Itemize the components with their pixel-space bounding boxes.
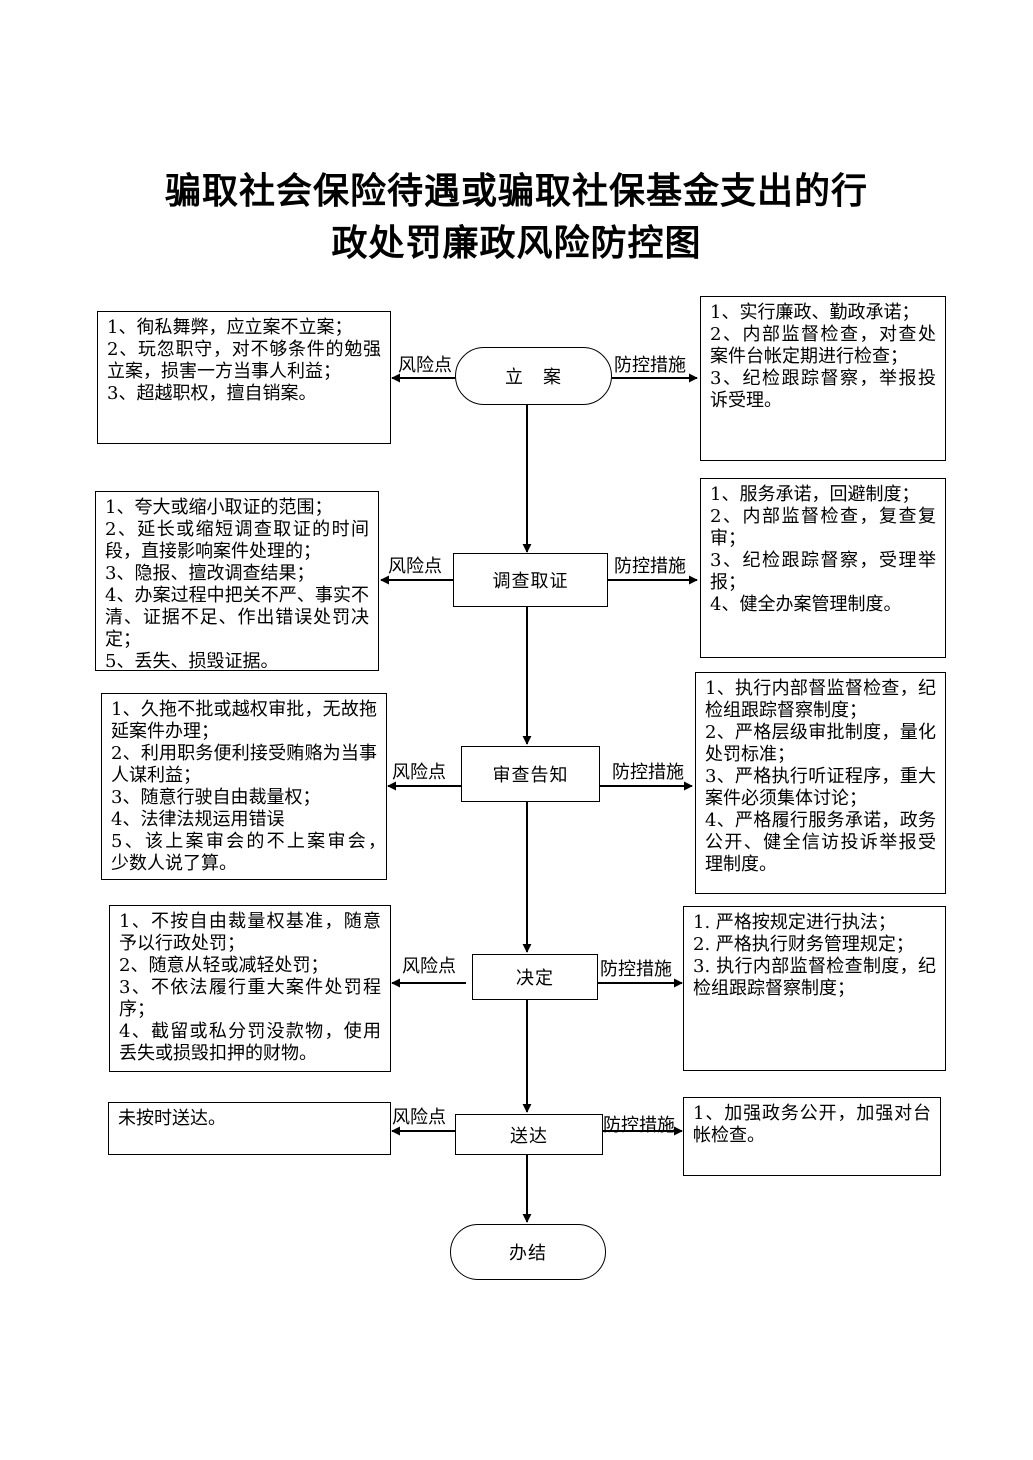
step-node-delivery: 送达 [455, 1114, 603, 1155]
risk-box-3: 1、久拖不批或越权审批，无故拖延案件办理； 2、利用职务便利接受贿赂为当事人谋利… [101, 693, 387, 880]
control-label-5: 防控措施 [603, 1115, 675, 1136]
risk-box-4: 1、不按自由裁量权基准，随意予以行政处罚； 2、随意从轻或减轻处罚； 3、不依法… [109, 905, 391, 1072]
risk-label-4: 风险点 [402, 956, 456, 977]
control-box-1: 1、实行廉政、勤政承诺； 2、内部监督检查，对查处案件台帐定期进行检查； 3、纪… [700, 296, 946, 461]
control-label-1: 防控措施 [614, 355, 686, 376]
risk-box-1: 1、徇私舞弊，应立案不立案； 2、玩忽职守，对不够条件的勉强立案，损害一方当事人… [97, 311, 391, 444]
risk-label-1: 风险点 [398, 355, 452, 376]
control-box-5: 1、加强政务公开，加强对台帐检查。 [683, 1097, 941, 1176]
step-node-investigation: 调查取证 [453, 553, 608, 607]
chart-title-line-1: 骗取社会保险待遇或骗取社保基金支出的行 [164, 171, 868, 212]
step-node-register-case: 立 案 [455, 347, 612, 405]
control-label-2: 防控措施 [614, 556, 686, 577]
control-label-3: 防控措施 [612, 762, 684, 783]
chart-title-line-2: 政处罚廉政风险防控图 [331, 223, 702, 264]
control-box-3: 1、执行内部督监督检查，纪检组跟踪督察制度； 2、严格层级审批制度，量化处罚标准… [695, 672, 946, 894]
step-node-review-notify: 审查告知 [461, 746, 600, 802]
risk-label-5: 风险点 [392, 1107, 446, 1128]
risk-label-3: 风险点 [392, 762, 446, 783]
end-node-closed: 办结 [450, 1224, 606, 1280]
control-label-4: 防控措施 [600, 959, 672, 980]
control-box-4: 1. 严格按规定进行执法； 2. 严格执行财务管理规定； 3. 执行内部监督检查… [683, 906, 946, 1071]
step-node-decision: 决定 [472, 954, 598, 1000]
risk-label-2: 风险点 [388, 556, 442, 577]
control-box-2: 1、服务承诺，回避制度； 2、内部监督检查，复查复审； 3、纪检跟踪督察，受理举… [700, 478, 946, 658]
risk-box-5: 未按时送达。 [108, 1102, 391, 1155]
risk-box-2: 1、夸大或缩小取证的范围； 2、延长或缩短调查取证的时间段，直接影响案件处理的；… [95, 491, 379, 671]
